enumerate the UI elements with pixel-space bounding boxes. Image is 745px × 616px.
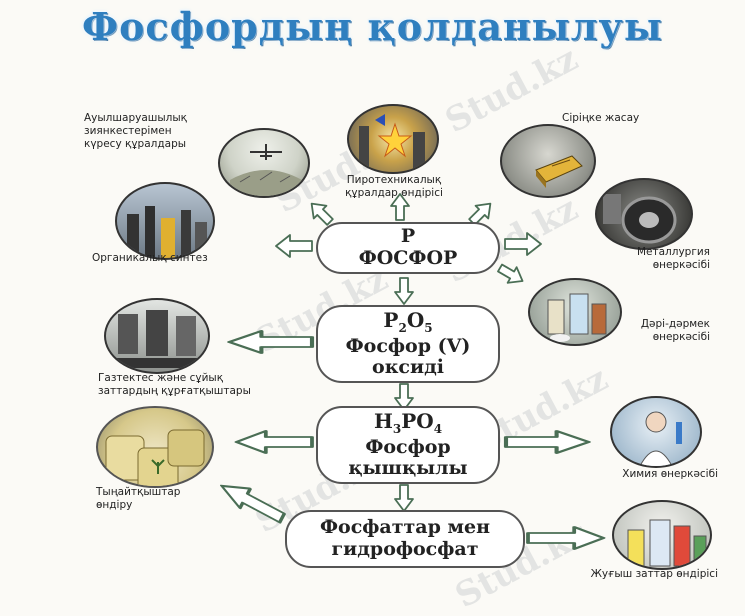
salts-box: Фосфаттар мен гидрофосфат: [285, 510, 525, 568]
diagram-page: Фосфордың қолданылуы Stud.kz Stud.kz Stu…: [82, 4, 718, 616]
acid-name-line2: қышқылы: [348, 457, 468, 480]
phosphorus-name: ФОСФОР: [358, 247, 458, 269]
arrow-acid-to-salts: [394, 484, 414, 512]
crop-duster-icon: [218, 128, 310, 198]
label-pyrotechnics: Пиротехникалық құралдар өндірісі: [345, 174, 443, 200]
label-organic: Органикалық синтез: [92, 252, 208, 264]
label-drying: Газтектес және сұйық заттардың құрғатқыш…: [98, 372, 251, 398]
acid-formula: H3PO4: [373, 408, 443, 436]
acid-name-line1: Фосфор: [365, 435, 451, 458]
arrow-p-to-oxide: [394, 277, 414, 305]
arrow-to-chemical: [506, 431, 589, 453]
label-pesticides: Ауылшаруашылық зиянкестерімен күресу құр…: [84, 112, 187, 151]
label-chemical: Химия өнеркәсібі: [622, 468, 718, 480]
phosphorus-box: P ФОСФОР: [316, 222, 500, 274]
lab-chemist-icon: [610, 396, 702, 468]
phosphorus-symbol: P: [400, 225, 416, 248]
chemical-plant-icon: [115, 182, 215, 260]
arrow-to-drying: [229, 331, 312, 353]
arrow-to-metallurgy: [504, 232, 542, 256]
detergent-bottles-icon: [612, 500, 712, 570]
oxide-box: P2O5 Фосфор (V) оксиді: [316, 305, 500, 383]
label-pharma: Дәрі-дәрмек өнеркәсібі: [640, 318, 710, 344]
arrow-to-fertilizer: [234, 429, 314, 455]
arrow-to-detergents: [526, 525, 606, 551]
salts-line2: гидрофосфат: [331, 538, 479, 560]
steel-coil-icon: [595, 178, 693, 250]
matchbox-icon: [500, 124, 596, 198]
label-fertilizer: Тыңайтқыштар өндіру: [96, 486, 181, 512]
label-detergents: Жуғыш заттар өндірісі: [590, 568, 718, 580]
page-title: Фосфордың қолданылуы: [82, 4, 663, 49]
oxide-formula: P2O5: [383, 307, 433, 335]
label-matches: Сіріңке жасау: [562, 112, 640, 124]
arrow-to-organic: [275, 234, 313, 258]
dryer-equipment-icon: [104, 298, 210, 374]
medicine-bottles-icon: [528, 278, 622, 346]
oxide-name-line2: оксиді: [372, 356, 444, 379]
label-metallurgy: Металлургия өнеркәсібі: [636, 246, 710, 272]
oxide-name-line1: Фосфор (V): [345, 334, 471, 357]
fireworks-icon: [347, 104, 439, 174]
fertilizer-sacks-icon: [96, 406, 214, 488]
salts-line1: Фосфаттар мен: [320, 516, 490, 539]
arrow-to-pharma: [494, 259, 528, 290]
arrow-salts-to-fertilizer: [214, 474, 289, 530]
acid-box: H3PO4 Фосфор қышқылы: [316, 406, 500, 484]
